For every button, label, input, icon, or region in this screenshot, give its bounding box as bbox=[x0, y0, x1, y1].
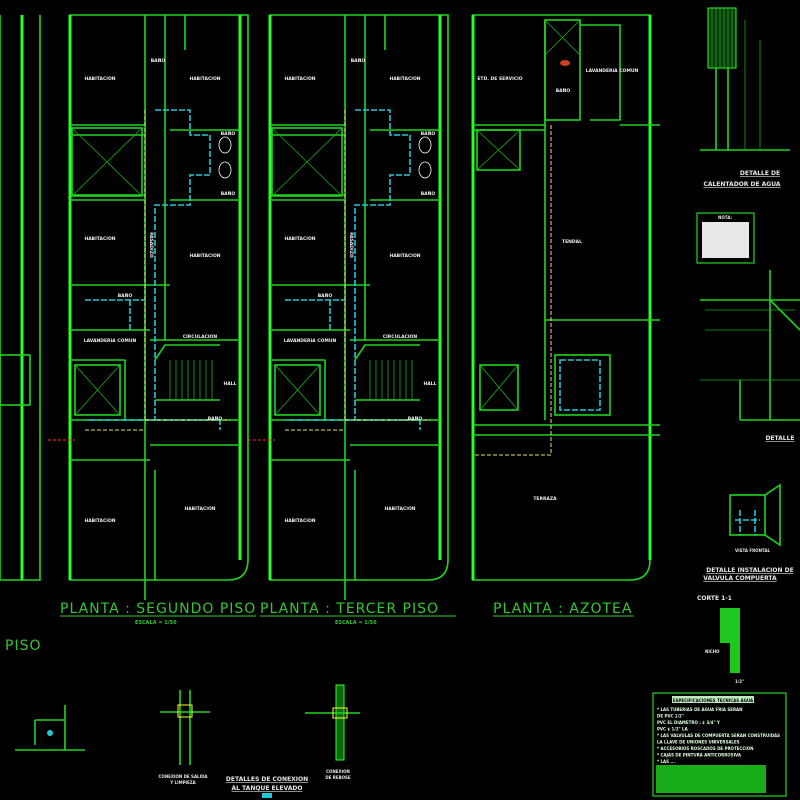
room-label-hab-nw: HABITACION bbox=[284, 76, 315, 82]
room-label-circulacion: CIRCULACION bbox=[383, 334, 418, 340]
spec-line: * LAS TUBERIAS DE AGUA FRIA SERAN bbox=[657, 707, 742, 712]
room-label-bano-w: BAÑO bbox=[118, 292, 133, 299]
spec-line: * CAJAS DE PINTURA ANTICORROSIVA bbox=[657, 753, 742, 758]
tank-section-detail: DETALLE bbox=[700, 270, 800, 442]
gate-valve-detail: VISTA FRONTAL DETALLE INSTALACION DE VAL… bbox=[697, 483, 794, 684]
room-label-hab-mw: HABITACION bbox=[84, 236, 115, 242]
view-label: VISTA FRONTAL bbox=[735, 548, 770, 553]
detail-title: DETALLES DE CONEXION bbox=[226, 776, 308, 783]
room-label: BAÑO bbox=[556, 87, 571, 94]
room-label-hab-mw: HABITACION bbox=[284, 236, 315, 242]
room-label: ETD. DE SERVICIO bbox=[477, 76, 522, 82]
left-plan-title: PISO bbox=[5, 638, 41, 654]
room-label-hall: HALL bbox=[424, 381, 437, 387]
specs-title: ESPECIFICACIONES TECNICAS AGUA bbox=[673, 698, 754, 703]
room-label-circulacion: CIRCULACION bbox=[183, 334, 218, 340]
spec-line: * ACCESORIOS ROSCADOS DE PROTECCION bbox=[657, 746, 754, 751]
spec-line: LA LLAVE DE UNIONES UNIVERSALES bbox=[657, 740, 740, 745]
section-title: CORTE 1-1 bbox=[697, 595, 732, 602]
room-label-bano-s: BAÑO bbox=[408, 415, 423, 422]
room-label-bano-e2: BAÑO bbox=[221, 190, 236, 197]
plan-scale: ESCALA = 1/50 bbox=[335, 620, 377, 626]
spec-line: * LAS ... bbox=[657, 759, 675, 764]
room-label-bano-s: BAÑO bbox=[208, 415, 223, 422]
detail-title: DETALLE INSTALACION DE bbox=[706, 567, 793, 574]
left-partial-plan: PISO bbox=[0, 15, 41, 654]
floor-plan-segundo: HABITACION HABITACION HABITACION HABITACION… bbox=[48, 14, 256, 626]
specifications-box: ESPECIFICACIONES TECNICAS AGUA * LAS TUB… bbox=[652, 692, 787, 797]
detail-title: DETALLE bbox=[765, 435, 794, 442]
room-label-pasadizo: PASADIZO bbox=[348, 232, 354, 258]
room-label: LAVANDERIA COMUN bbox=[586, 68, 639, 74]
plan-scale: ESCALA = 1/50 bbox=[135, 620, 177, 626]
detail-label: Y LIMPIEZA bbox=[169, 780, 196, 785]
azotea-title: PLANTA : AZOTEA bbox=[493, 601, 632, 617]
room-label-hab-sw: HABITACION bbox=[284, 518, 315, 524]
detail-label: DE REBOSE bbox=[325, 775, 351, 780]
spec-line: * LAS VALVULAS DE COMPUERTA SERAN CONSTR… bbox=[657, 733, 780, 738]
room-label-hab-me: HABITACION bbox=[389, 253, 420, 259]
spec-line: PVC EL DIAMETRO : ¢ 3/4" Y bbox=[657, 720, 720, 725]
section-label: NICHO bbox=[705, 649, 720, 654]
room-label-pasadizo: PASADIZO bbox=[148, 232, 154, 258]
plan-title: PLANTA : SEGUNDO PISO bbox=[60, 601, 256, 617]
room-label-hab-me: HABITACION bbox=[189, 253, 220, 259]
plan-title: PLANTA : TERCER PISO bbox=[260, 601, 439, 617]
spec-line: DE PVC 1/2" bbox=[657, 714, 684, 719]
azotea-plan: ETD. DE SERVICIO LAVANDERIA COMUN BAÑO T… bbox=[471, 14, 660, 617]
room-label: TENDAL bbox=[562, 239, 582, 245]
room-label-hab-ne: HABITACION bbox=[189, 76, 220, 82]
room-label-bano-e: BAÑO bbox=[421, 130, 436, 137]
detail-label: CONEXION DE SALIDA bbox=[158, 774, 208, 779]
room-label: TERRAZA bbox=[533, 496, 557, 502]
detail-label: CONEXION bbox=[326, 769, 350, 774]
room-label-hall: HALL bbox=[224, 381, 237, 387]
floor-plan-tercer: HABITACION HABITACION HABITACION HABITACION… bbox=[248, 14, 456, 626]
room-label-hab-sw: HABITACION bbox=[84, 518, 115, 524]
detail-title: DETALLE DE bbox=[740, 170, 780, 177]
room-label-bano-e: BAÑO bbox=[221, 130, 236, 137]
room-label-lavanderia: LAVANDERIA COMUN bbox=[284, 338, 337, 344]
tank-connection-details: CONEXION DE SALIDA Y LIMPIEZA CONEXION D… bbox=[15, 684, 360, 798]
water-heater-detail: DETALLE DE CALENTADOR DE AGUA bbox=[700, 7, 790, 188]
room-label-lavanderia: LAVANDERIA COMUN bbox=[84, 338, 137, 344]
nota-box: NOTA: bbox=[696, 212, 755, 264]
room-label-bano-n: BAÑO bbox=[351, 57, 366, 64]
room-label-bano-e2: BAÑO bbox=[421, 190, 436, 197]
room-label-bano-n: BAÑO bbox=[151, 57, 166, 64]
dimension-label: 1/2" bbox=[735, 679, 744, 684]
detail-title: VALVULA COMPUERTA bbox=[703, 575, 777, 582]
room-label-hab-nw: HABITACION bbox=[84, 76, 115, 82]
spec-line: PVC ¢ 1/2" LA bbox=[657, 727, 689, 732]
room-label-hab-ne: HABITACION bbox=[389, 76, 420, 82]
room-label-hab-se: HABITACION bbox=[384, 506, 415, 512]
room-label-hab-se: HABITACION bbox=[184, 506, 215, 512]
nota-title: NOTA: bbox=[718, 215, 732, 220]
room-label-bano-w: BAÑO bbox=[318, 292, 333, 299]
detail-title: AL TANQUE ELEVADO bbox=[232, 785, 303, 792]
detail-title: CALENTADOR DE AGUA bbox=[703, 181, 780, 188]
